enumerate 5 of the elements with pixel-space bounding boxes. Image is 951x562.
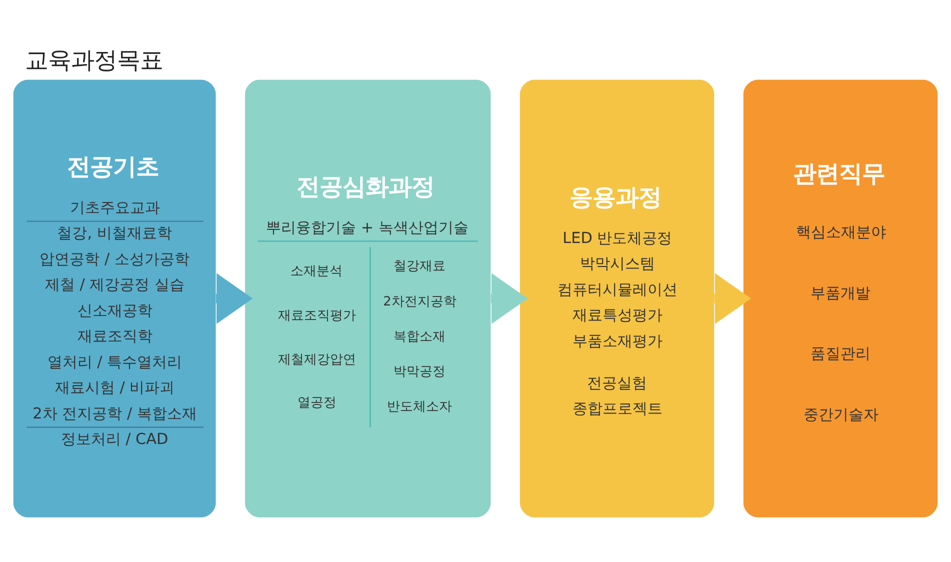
diagram-title: 교육과정목표	[25, 46, 164, 74]
node-box: 전공기초 기초주요교과 철강, 비철재료학 압연공학 / 소성가공학 제철 / 제강공정 실습 신소재공학 재료조직학 열처리 / 특수열처리 재료시험 / 비파괴 2차 전지공학 / 복합소재 정보처리 / CAD	[13, 80, 216, 518]
node-box: 전공심화과정 뿌리융합기술 + 녹색산업기술 소재분석 재료조직평가 제철제강압연 열공정 철강재료 2차전지공학 복합소재 박막공정 반도체소자	[245, 80, 491, 518]
node-box: 관련직무 핵심소재분야 부품개발 품질관리 중간기술자	[743, 80, 938, 518]
node-box: 응용과정 LED 반도체공정 박막시스템 컴퓨터시뮬레이션 재료특성평가 부품소재평가 전공실험 종합프로젝트	[520, 80, 714, 518]
